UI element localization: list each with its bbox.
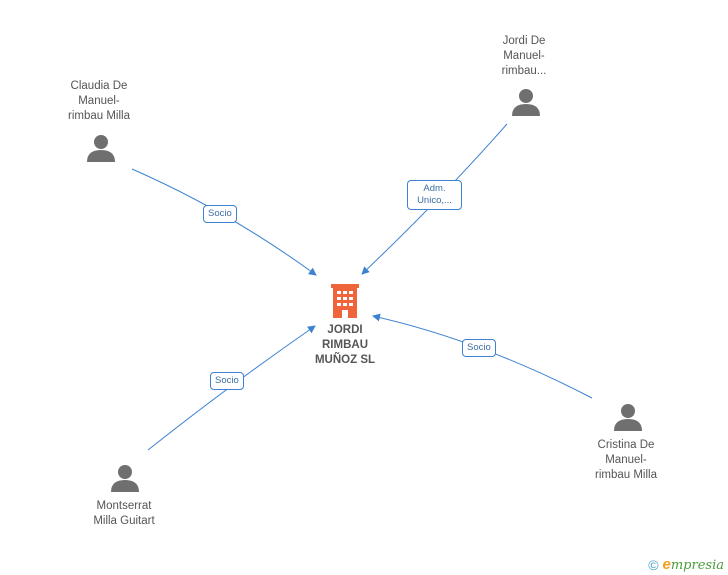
brand-footer: © empresia [648, 556, 724, 573]
edge-label-cristina[interactable]: Socio [462, 339, 496, 357]
person-name-jordi[interactable]: Jordi De Manuel- rimbau... [501, 35, 547, 77]
edge-label-jordi[interactable]: Adm. Unico,... [407, 180, 462, 210]
person-icon[interactable] [510, 86, 542, 118]
person-name-claudia[interactable]: Claudia De Manuel- rimbau Milla [68, 80, 130, 122]
building-icon[interactable] [331, 284, 359, 318]
copyright-icon: © [648, 556, 659, 573]
person-name-cristina[interactable]: Cristina De Manuel- rimbau Milla [595, 439, 657, 481]
brand-logo[interactable]: empresia [662, 556, 724, 573]
edge-label-claudia[interactable]: Socio [203, 205, 237, 223]
person-name-montserrat[interactable]: Montserrat Milla Guitart [93, 500, 155, 527]
person-icon[interactable] [612, 401, 644, 433]
person-icon[interactable] [109, 462, 141, 494]
company-name[interactable]: JORDI RIMBAU MUÑOZ SL [314, 324, 376, 366]
edge-label-montserrat[interactable]: Socio [210, 372, 244, 390]
edge-cristina-to-company [372, 313, 593, 399]
person-icon[interactable] [85, 132, 117, 164]
